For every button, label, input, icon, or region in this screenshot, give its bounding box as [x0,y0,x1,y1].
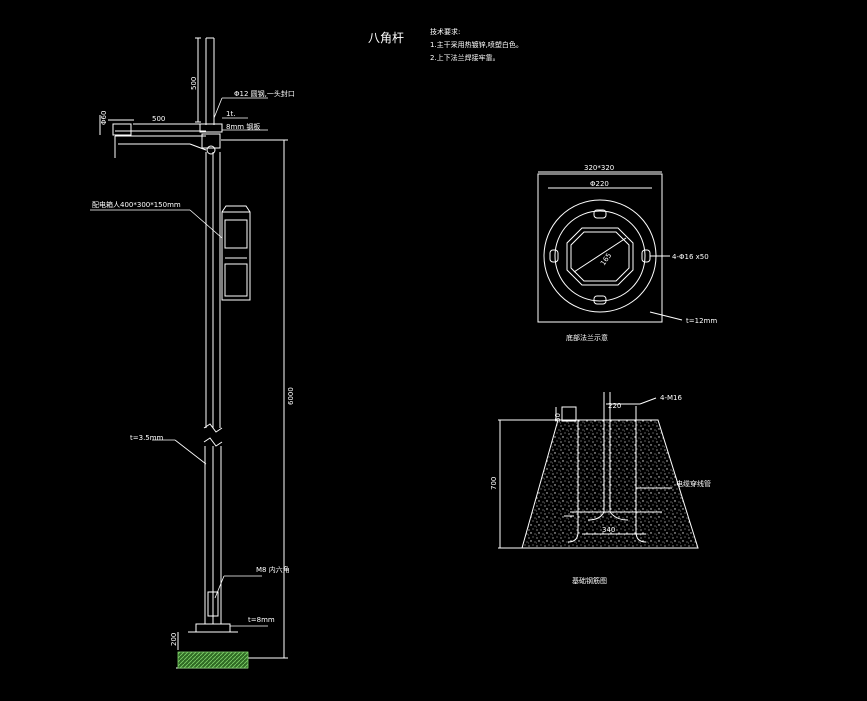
foundation-depth-dim: 700 [490,477,498,490]
drawing-title: 八角杆 [368,31,404,45]
notes-line-2: 2.上下法兰焊接牢靠。 [430,53,500,62]
lamp-dim: Φ60 [100,111,108,125]
base-concrete-hatch [177,651,249,669]
flange-plan [537,171,683,323]
flange-size-dim: 320*320 [584,164,614,172]
ring-label: 8mm 钢板 [226,122,260,131]
foundation-caption: 基础钢筋图 [572,576,607,585]
bolt-spacing-dim: 220 [608,402,621,410]
arm-length-dim: 500 [152,115,165,123]
notes-line-1: 1.主干采用热镀锌,喷塑白色。 [430,40,523,49]
top-offset-dim: 50 [554,413,562,422]
flange-caption: 底部法兰示意 [566,333,608,342]
cap-label: 1t. [226,110,235,118]
door-label: M8 内六角 [256,565,290,574]
base-height-dim: 200 [170,633,178,646]
flange-circle-dim: Φ220 [590,180,609,188]
flange-thickness-label: t=8mm [248,616,275,624]
top-height-dim: 500 [190,77,198,90]
box-label: 配电箱人400*300*150mm [92,200,181,209]
foundation-section [498,392,672,549]
anchor-bolts-label: 4-M16 [660,394,682,402]
finial-label: Φ12 圆钢,一头封口 [234,89,295,98]
wall-thickness-label: t=3.5mm [130,434,164,442]
bolt-holes-label: 4-Φ16 x50 [672,253,709,261]
leader-lines [90,97,268,627]
base-width-dim: 340 [602,526,615,534]
notes-heading: 技术要求: [430,27,460,36]
total-height-dim: 6000 [287,387,295,405]
conduit-label: 电缆穿线管 [676,479,711,488]
flange-thickness-plan: t=12mm [686,317,717,325]
